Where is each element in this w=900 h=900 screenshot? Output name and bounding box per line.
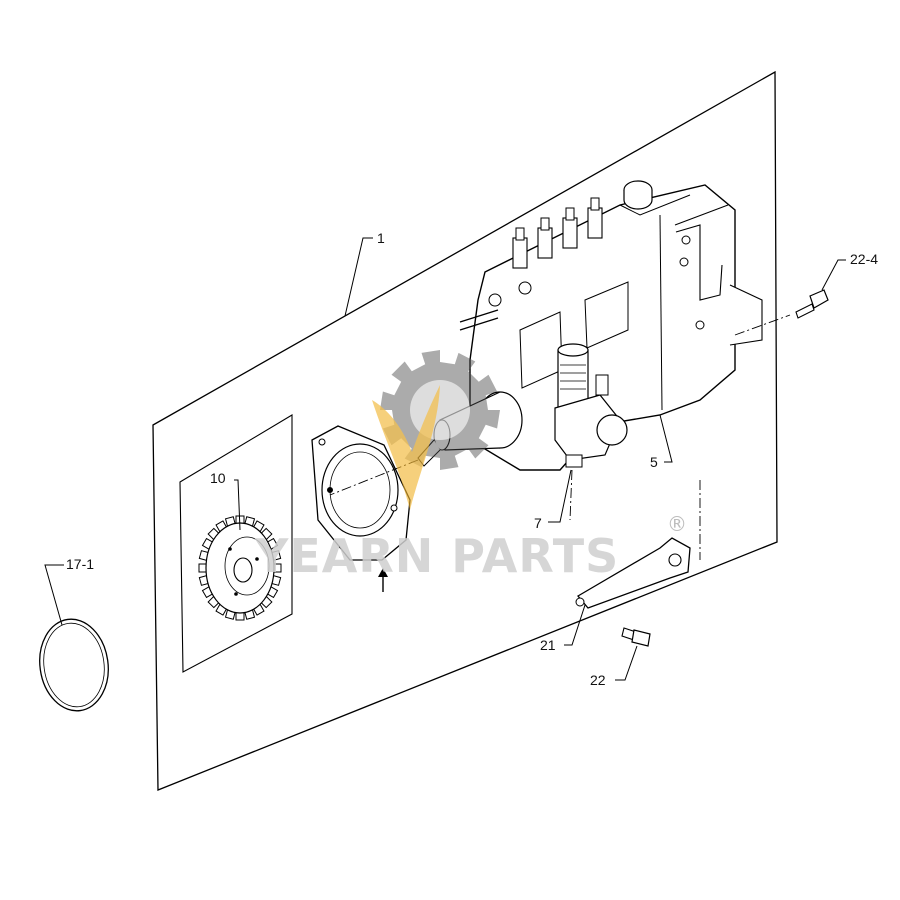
callout-22-4: 22-4	[850, 251, 878, 267]
callout-10: 10	[210, 470, 226, 486]
direction-arrow	[378, 568, 388, 592]
alignment-lines	[329, 314, 791, 560]
pump-flange	[311, 425, 411, 561]
feed-pump	[554, 343, 628, 468]
gear-subpanel-outline	[179, 414, 293, 673]
bolt-22-4	[795, 289, 829, 319]
brand-watermark-text: YEARN PARTS	[254, 529, 619, 583]
bracket	[575, 537, 691, 609]
bolt-22	[621, 627, 651, 647]
leader-lines	[44, 237, 846, 681]
callout-7: 7	[534, 515, 542, 531]
injection-pump-body	[417, 180, 763, 471]
callout-17-1: 17-1	[66, 556, 94, 572]
o-ring	[39, 618, 109, 712]
drive-gear	[198, 515, 282, 621]
registered-mark: ®	[667, 512, 687, 536]
flame-logo-icon	[372, 385, 440, 510]
assembly-plate-outline	[152, 70, 778, 791]
callout-1: 1	[377, 230, 385, 246]
brand-watermark-logo	[372, 350, 500, 510]
callout-22: 22	[590, 672, 606, 688]
gear-logo-hole	[410, 380, 470, 440]
callout-21: 21	[540, 637, 556, 653]
callout-5: 5	[650, 454, 658, 470]
